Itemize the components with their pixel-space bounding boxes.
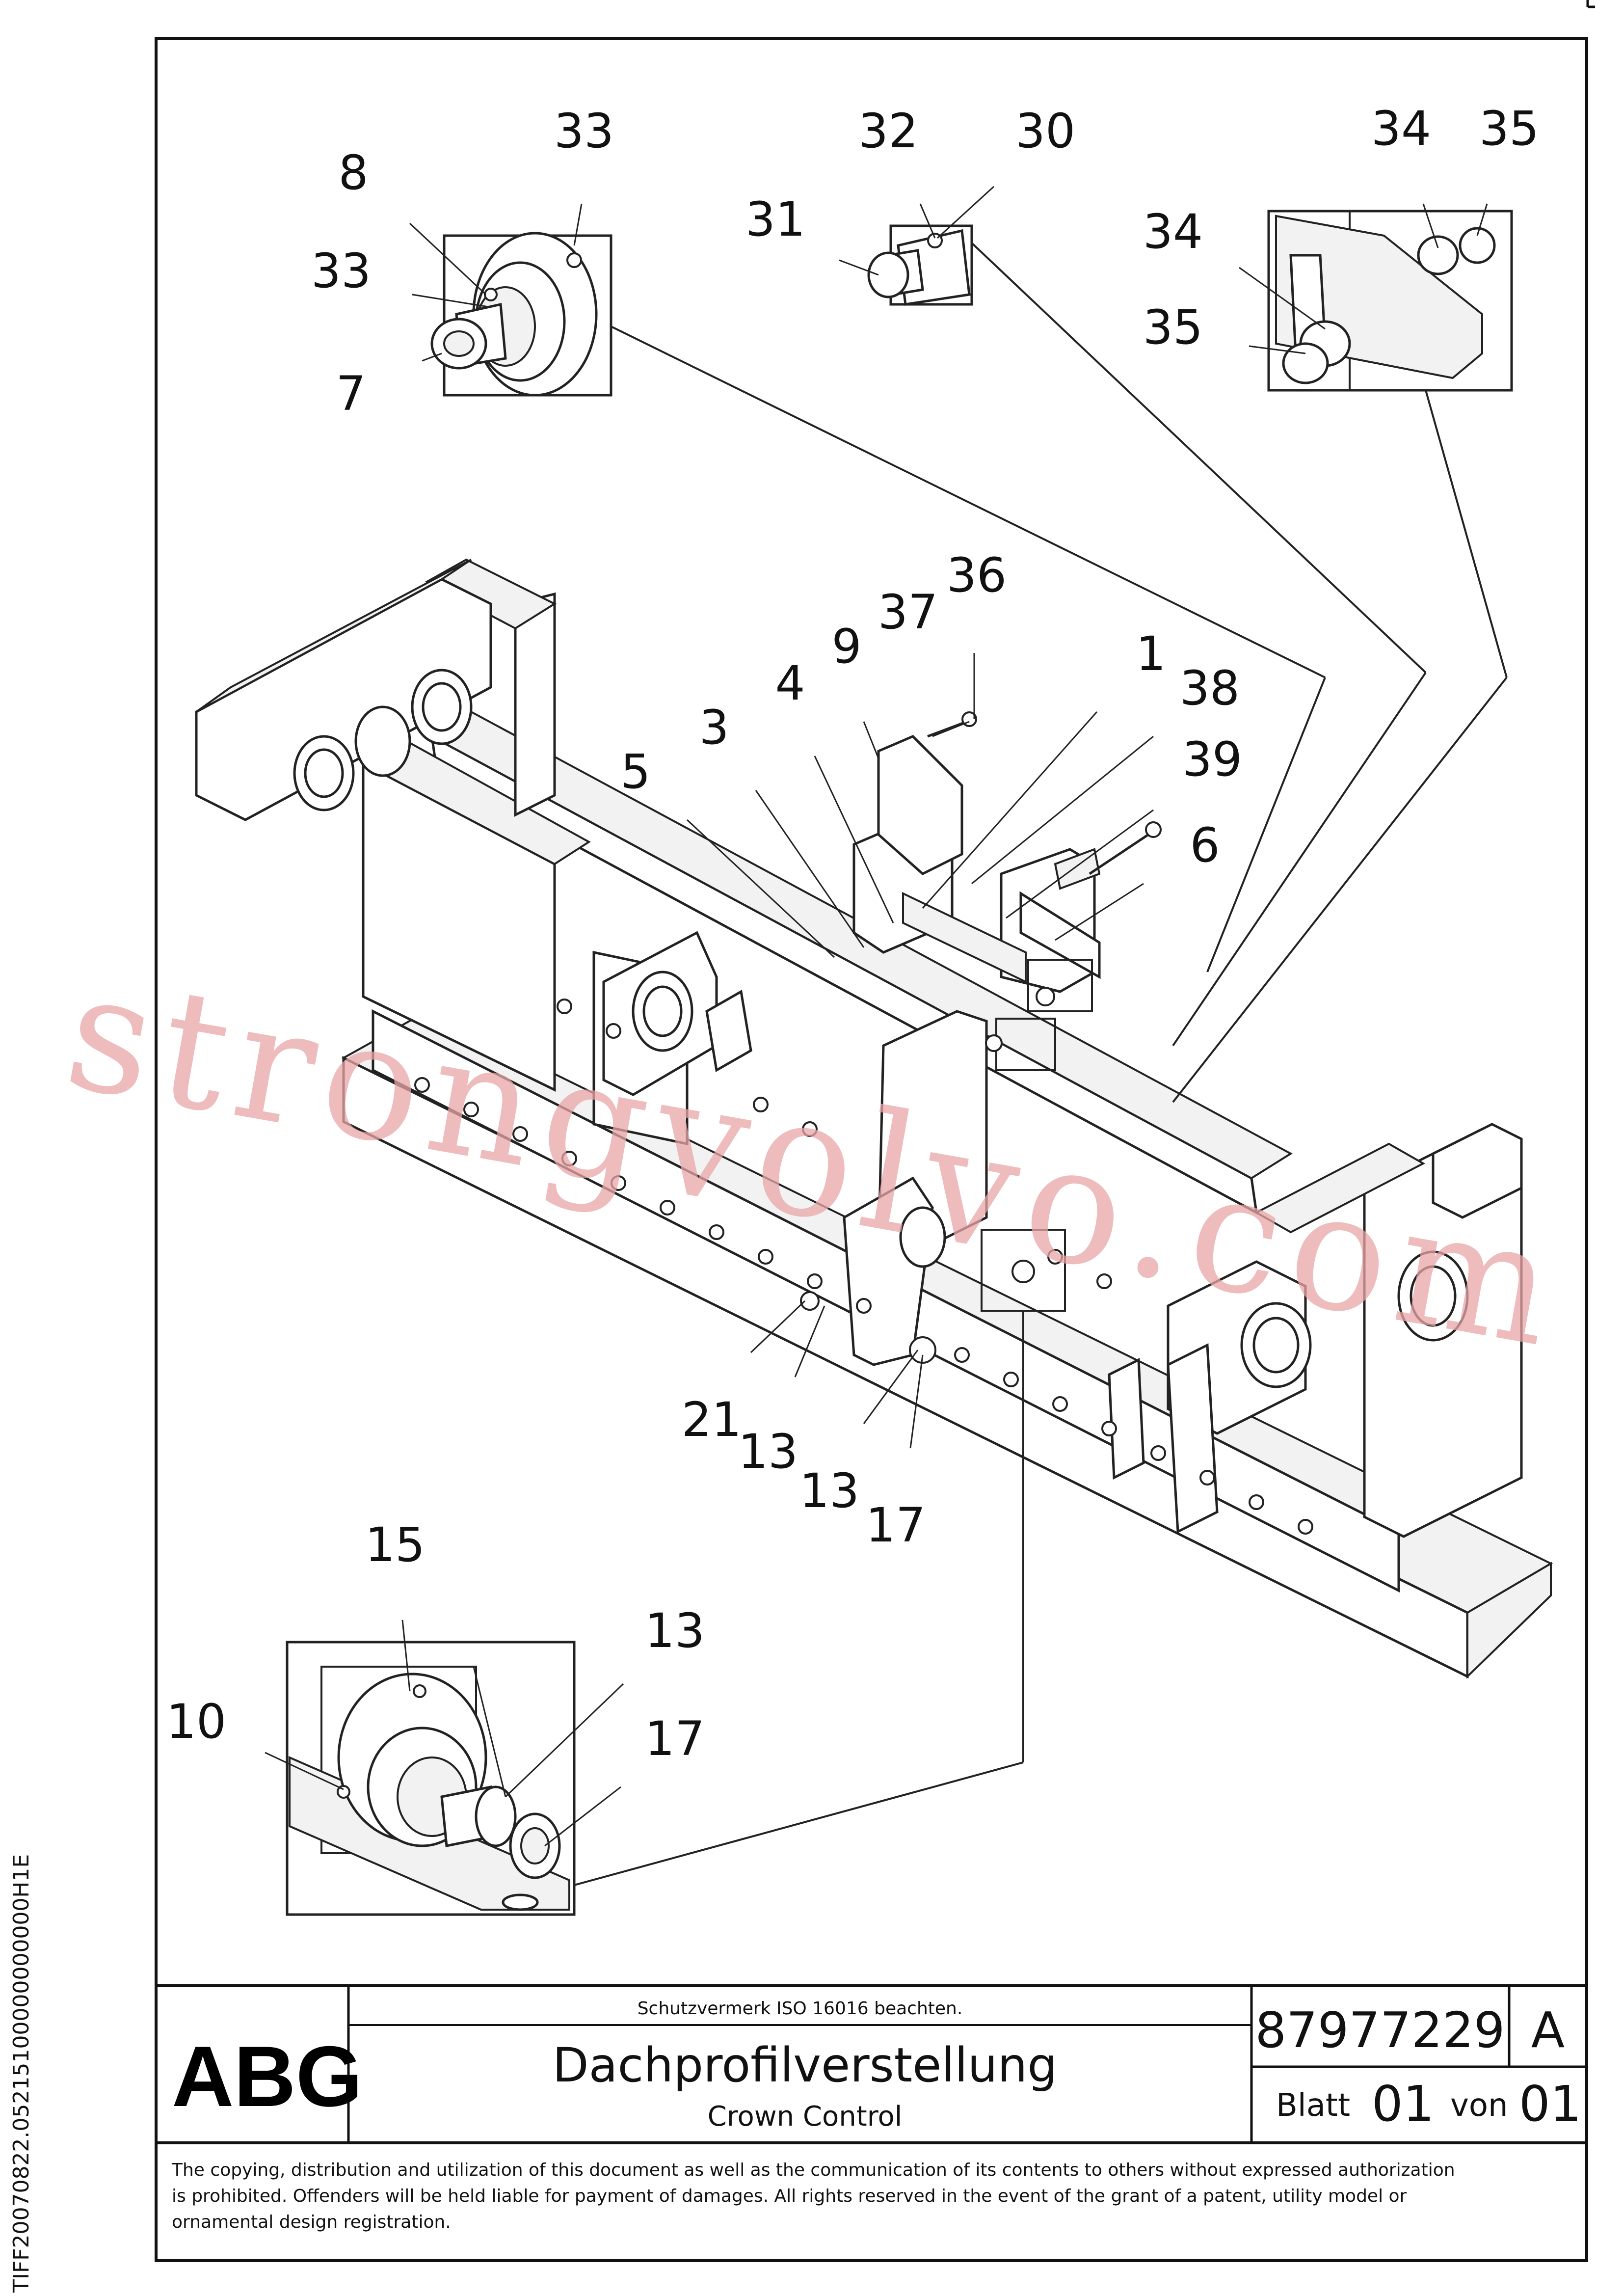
revision: A: [1531, 2001, 1565, 2059]
callout-label: 13: [799, 1463, 859, 1518]
callout-label: 10: [166, 1694, 226, 1749]
callout-label: 13: [738, 1424, 798, 1479]
callout-label: 35: [1143, 300, 1203, 355]
drawing-subtitle: Crown Control: [708, 2101, 903, 2133]
callout-label: 38: [1180, 661, 1240, 716]
callout-label: 39: [1182, 732, 1242, 787]
callout-label: 4: [775, 656, 805, 711]
callout-label: 35: [1479, 101, 1539, 156]
of-label: von: [1450, 2087, 1508, 2124]
callout-label: 17: [645, 1711, 705, 1766]
legal-notice-line-3: ornamental design registration.: [172, 2212, 451, 2232]
callout-label: 34: [1143, 204, 1203, 259]
callout-label: 13: [645, 1603, 705, 1658]
callout-label: 8: [338, 145, 368, 200]
sheet-number: 01: [1372, 2075, 1434, 2133]
callout-label: 33: [311, 243, 371, 298]
sheet-total: 01: [1519, 2075, 1581, 2133]
callout-label: 37: [878, 585, 938, 640]
company-logo: ABG: [172, 2029, 363, 2125]
callout-label: 21: [682, 1392, 742, 1447]
callout-label: 34: [1371, 101, 1431, 156]
callout-label: 1: [1136, 626, 1166, 681]
callout-label: 31: [745, 192, 805, 247]
legal-notice-line-1: The copying, distribution and utilizatio…: [171, 2160, 1455, 2180]
detail-view-spring: [286, 1641, 576, 1916]
callout-label: 17: [866, 1498, 926, 1553]
callout-label: 7: [336, 366, 366, 421]
drawing-title: Dachprofilverstellung: [553, 2038, 1058, 2093]
callout-label: 36: [947, 548, 1007, 603]
callout-label: 3: [699, 700, 729, 755]
detail-view-fitting: [1267, 210, 1513, 392]
callout-label: 6: [1190, 818, 1220, 873]
callout-label: 33: [554, 104, 614, 159]
drawing-number: 87977229: [1255, 2001, 1505, 2059]
side-file-code: TIFF20070822.05215100000000000H1E: [9, 1854, 34, 2293]
callout-label: 9: [831, 619, 861, 674]
leader-lines: [265, 186, 1508, 1886]
protection-note: Schutzvermerk ISO 16016 beachten.: [638, 1999, 963, 2019]
callout-label: 5: [620, 744, 650, 799]
detail-view-hub: [430, 232, 612, 397]
title-block: ABG Schutzvermerk ISO 16016 beachten. Da…: [156, 1984, 1587, 2232]
legal-notice-line-2: is prohibited. Offenders will be held li…: [172, 2186, 1407, 2206]
callout-label: 32: [858, 104, 918, 159]
sheet-frame: [155, 37, 1588, 2262]
sheet-label: Blatt: [1276, 2087, 1350, 2124]
callout-label: 30: [1015, 104, 1075, 159]
detail-view-bolt: [867, 224, 973, 306]
callout-label: 15: [365, 1517, 425, 1572]
